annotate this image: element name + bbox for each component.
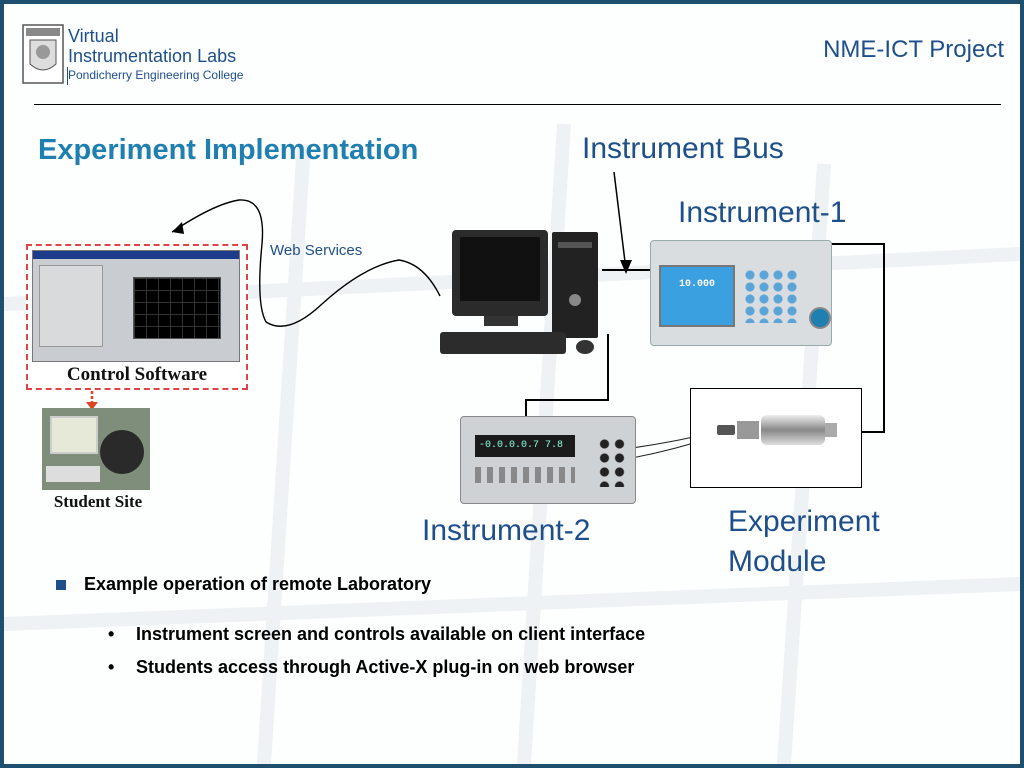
module-connector-right <box>825 423 837 437</box>
main-bullet: Example operation of remote Laboratory <box>56 574 431 595</box>
instrument-2-label: Instrument-2 <box>422 514 591 547</box>
instrument-1-knob <box>809 307 831 329</box>
graph-display <box>133 277 221 339</box>
instrument-bus-label: Instrument Bus <box>582 132 784 165</box>
sub-bullet: • Instrument screen and controls availabl… <box>108 624 645 645</box>
web-services-label: Web Services <box>270 242 363 259</box>
keyboard <box>440 332 566 354</box>
project-label: NME-ICT Project <box>823 36 1004 63</box>
main-bullet-text: Example operation of remote Laboratory <box>84 574 432 594</box>
instrument-2-terminals <box>597 437 627 487</box>
sub-bullet-text: Students access through Active-X plug-in… <box>136 657 635 677</box>
control-software-screenshot <box>32 250 240 362</box>
instrument-2-buttons <box>475 467 575 483</box>
logo-line-college: Pondicherry Engineering College <box>68 68 244 82</box>
control-software-label: Control Software <box>66 364 208 385</box>
college-crest-icon <box>22 24 64 84</box>
square-bullet-icon <box>56 580 66 591</box>
control-software-panel: Control Software <box>26 244 248 390</box>
experiment-module-label-line2: Module <box>728 545 827 578</box>
instrument-1-label: Instrument-1 <box>678 196 847 229</box>
controls-pane <box>39 265 103 347</box>
tower-logo <box>569 294 581 306</box>
module-connector-left <box>717 425 735 435</box>
computer-tower <box>552 232 598 338</box>
slide-title: Experiment Implementation <box>38 134 419 166</box>
mouse <box>576 340 594 354</box>
window-titlebar <box>33 251 239 259</box>
student-keyboard <box>46 466 100 482</box>
instrument-1-display-value: 10.000 <box>678 279 715 290</box>
sub-bullet: • Students access through Active-X plug-i… <box>108 657 634 678</box>
instrument-2-device: -0.0.0.0.7 7.8 <box>460 416 636 504</box>
diagram-graphic <box>86 171 885 459</box>
student-monitor <box>50 416 98 454</box>
sub-bullet-text: Instrument screen and controls available… <box>136 624 646 644</box>
experiment-module-label-line1: Experiment <box>728 505 880 538</box>
student-photo <box>42 408 150 490</box>
module-coupler <box>737 421 759 439</box>
logo-divider <box>67 67 68 85</box>
header-rule <box>34 104 1001 105</box>
module-sensor-body <box>761 415 825 445</box>
monitor-screen <box>460 237 540 301</box>
dot-bullet-icon: • <box>108 624 115 644</box>
student-site-label: Student Site <box>53 492 143 511</box>
monitor-stand <box>484 316 518 326</box>
instrument-2-display-value: -0.0.0.0.7 7.8 <box>479 440 564 451</box>
student-figure <box>100 430 144 474</box>
instrument-2-screen: -0.0.0.0.7 7.8 <box>475 435 575 457</box>
instrument-1-device: 10.000 <box>650 240 832 346</box>
experiment-module-box <box>690 388 862 488</box>
logo-line-instrumentation-labs: Instrumentation Labs <box>68 46 237 66</box>
computer-monitor <box>452 230 548 316</box>
instrument-1-screen: 10.000 <box>659 265 735 327</box>
dot-bullet-icon: • <box>108 657 115 677</box>
instrument-1-keypad <box>743 269 799 323</box>
tower-drive <box>558 242 592 248</box>
experiment-module-label: Experiment Module <box>728 502 880 582</box>
logo-line-virtual: Virtual <box>68 26 119 46</box>
